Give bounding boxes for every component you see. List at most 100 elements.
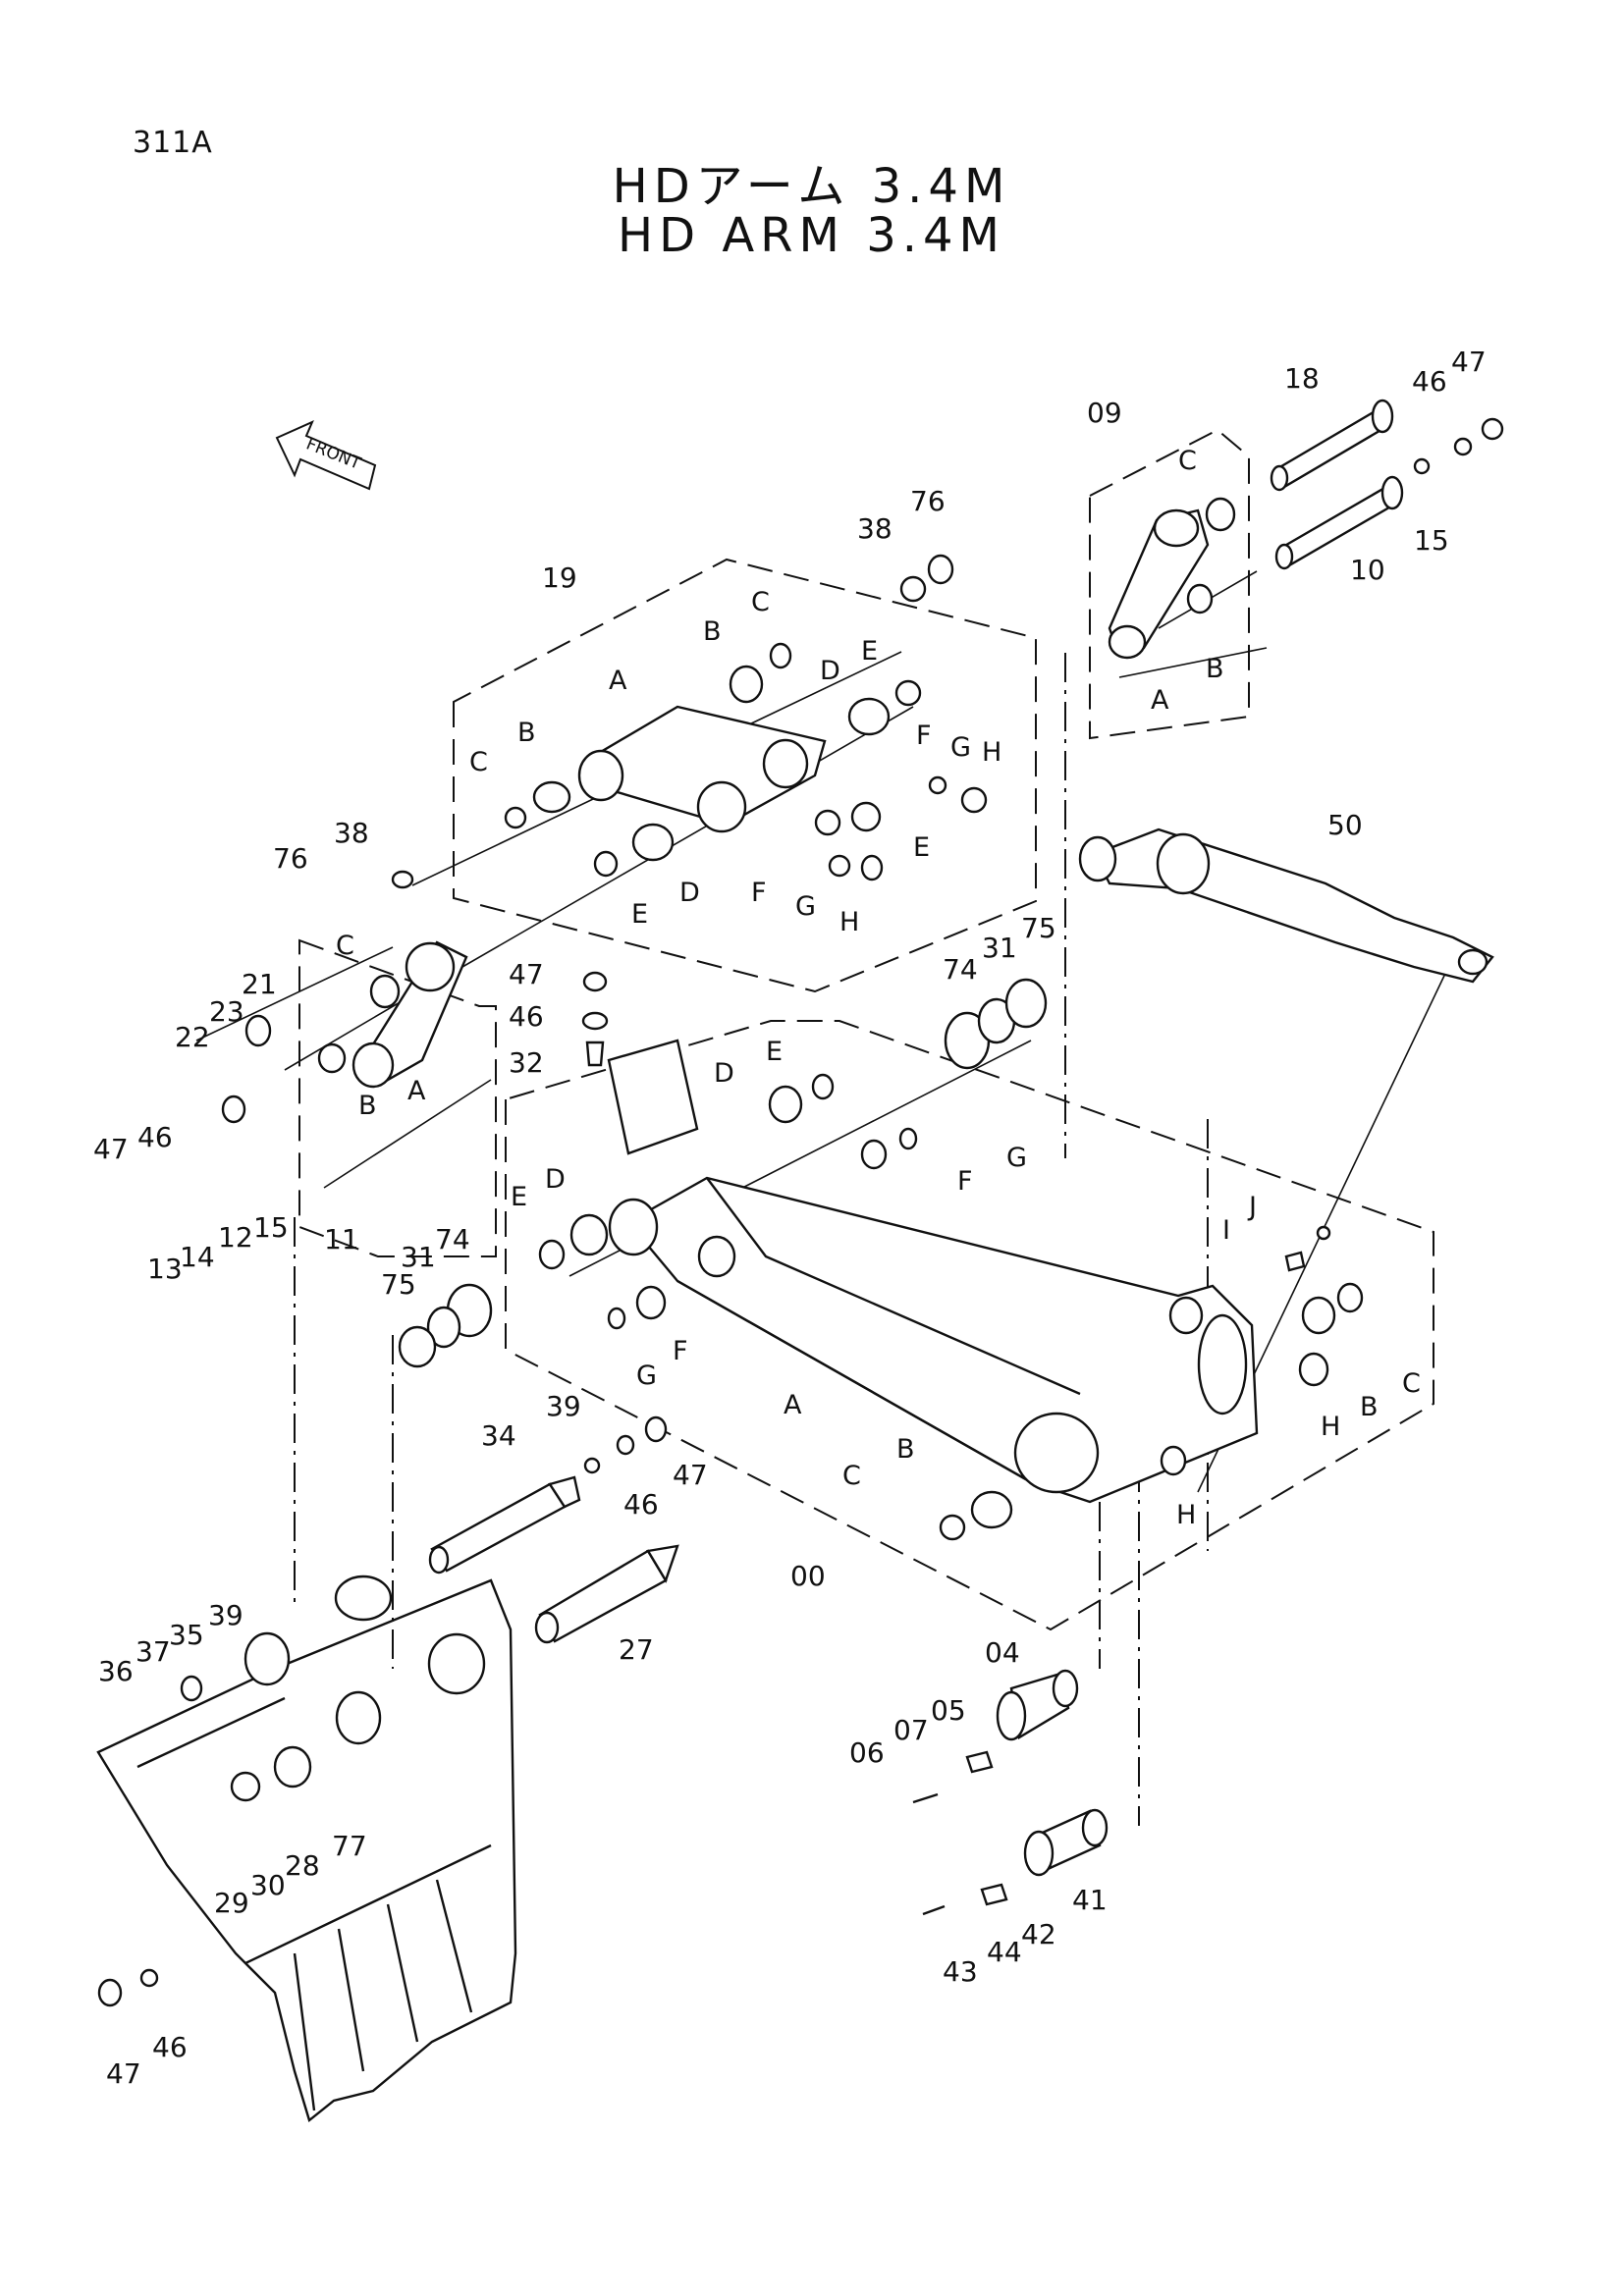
- label-19-A: A: [609, 666, 627, 696]
- callout-19: 19: [542, 561, 577, 594]
- callout-14: 14: [180, 1241, 215, 1273]
- callout-30: 30: [250, 1869, 286, 1901]
- cylinder-50-icon: [1078, 828, 1494, 984]
- group-11-boundary: [298, 938, 497, 1257]
- label-00-G1: G: [1006, 1143, 1027, 1173]
- callout-47: 47: [509, 958, 544, 990]
- callout-46: 46: [137, 1121, 173, 1153]
- callout-18: 18: [1284, 362, 1320, 395]
- label-19-E1: E: [861, 636, 878, 667]
- callout-23: 23: [209, 995, 244, 1028]
- label-19-C2: C: [469, 747, 488, 777]
- callout-36: 36: [98, 1655, 134, 1687]
- callout-06: 06: [849, 1736, 885, 1769]
- label-11-A: A: [407, 1076, 426, 1106]
- group-00-boundary: [505, 1020, 1434, 1631]
- label-00-I: I: [1222, 1215, 1230, 1246]
- callout-47: 47: [673, 1459, 708, 1491]
- callout-28: 28: [285, 1849, 320, 1882]
- label-19-H1: H: [982, 737, 1001, 768]
- callout-34: 34: [481, 1419, 516, 1452]
- label-11-B: B: [358, 1091, 377, 1121]
- label-00-E1: E: [766, 1037, 783, 1067]
- pin-18-icon: [1270, 399, 1394, 492]
- label-11-C: C: [336, 931, 354, 961]
- callout-39: 39: [208, 1599, 243, 1631]
- callout-11: 11: [324, 1223, 359, 1255]
- grease-fitting-32-icon: [581, 971, 609, 1067]
- title-english: HD ARM 3.4M: [618, 208, 1005, 263]
- pin-34-icon: [428, 1475, 581, 1575]
- label-19-G1: G: [950, 732, 971, 763]
- label-19-B1: B: [703, 616, 722, 647]
- label-09-A: A: [1151, 685, 1169, 716]
- callout-37: 37: [135, 1635, 171, 1668]
- label-19-E3: E: [913, 832, 930, 863]
- link-09-icon: [1108, 497, 1236, 660]
- pin-27-icon: [534, 1544, 679, 1644]
- callout-42: 42: [1021, 1918, 1056, 1950]
- label-00-C1: C: [1402, 1368, 1421, 1399]
- arm-00-body-icon: [607, 1039, 1259, 1504]
- callout-31: 31: [982, 932, 1017, 964]
- label-19-H2: H: [839, 907, 859, 937]
- label-19-B2: B: [517, 718, 536, 748]
- front-arrow-label: FRONT: [303, 434, 364, 474]
- callout-46: 46: [623, 1488, 659, 1521]
- group-19-boundary: [453, 558, 1037, 993]
- callout-35: 35: [169, 1619, 204, 1651]
- label-00-H2: H: [1176, 1500, 1196, 1530]
- callout-13: 13: [147, 1253, 183, 1285]
- callout-21: 21: [242, 968, 277, 1000]
- small-fittings: [583, 417, 1504, 1474]
- callout-76: 76: [910, 485, 946, 517]
- label-00-A: A: [784, 1390, 802, 1420]
- callout-15: 15: [1414, 524, 1449, 557]
- lock-plates: [912, 1750, 1008, 1916]
- pin-04-icon: [996, 1669, 1079, 1741]
- label-09-B: B: [1206, 654, 1224, 684]
- callout-07: 07: [893, 1714, 929, 1746]
- label-19-F1: F: [916, 721, 932, 751]
- callout-77: 77: [332, 1830, 367, 1862]
- label-19-C1: C: [751, 587, 770, 617]
- label-00-H1: H: [1321, 1412, 1340, 1442]
- callout-00: 00: [790, 1560, 826, 1592]
- callout-47: 47: [93, 1133, 129, 1165]
- label-19-G2: G: [795, 891, 816, 922]
- bucket-icon: [96, 1575, 517, 2123]
- front-arrow-icon: FRONT: [275, 420, 377, 491]
- callout-46: 46: [152, 2031, 188, 2063]
- callout-04: 04: [985, 1636, 1020, 1669]
- label-19-E2: E: [631, 899, 648, 930]
- callout-75: 75: [381, 1268, 416, 1301]
- callout-38: 38: [857, 512, 893, 545]
- label-09-C: C: [1178, 446, 1197, 476]
- label-00-J: J: [1247, 1192, 1257, 1222]
- callout-74: 74: [435, 1223, 470, 1255]
- label-00-C2: C: [842, 1461, 861, 1491]
- label-00-F1: F: [957, 1166, 973, 1197]
- callout-09: 09: [1087, 397, 1122, 429]
- label-00-B1: B: [1360, 1392, 1379, 1422]
- callout-10: 10: [1350, 554, 1385, 586]
- callout-15: 15: [253, 1211, 289, 1244]
- label-00-F2: F: [673, 1336, 688, 1366]
- callout-74: 74: [943, 953, 978, 986]
- title-japanese: HDアーム 3.4M: [612, 159, 1011, 214]
- label-19-F2: F: [751, 878, 767, 908]
- callout-44: 44: [987, 1936, 1022, 1968]
- callout-27: 27: [619, 1633, 654, 1666]
- callout-32: 32: [509, 1046, 544, 1079]
- link-19-body-icon: [577, 705, 827, 833]
- callout-12: 12: [218, 1221, 253, 1254]
- callout-39: 39: [546, 1390, 581, 1422]
- link-11-icon: [221, 870, 468, 1124]
- label-00-B2: B: [896, 1434, 915, 1465]
- part-number-callouts: 09 18 46 47 15 10 76 38 19 76 38 50 31 7…: [93, 346, 1487, 2090]
- label-00-E2: E: [511, 1182, 527, 1212]
- page-code: 311A: [133, 126, 213, 160]
- callout-31: 31: [401, 1241, 436, 1273]
